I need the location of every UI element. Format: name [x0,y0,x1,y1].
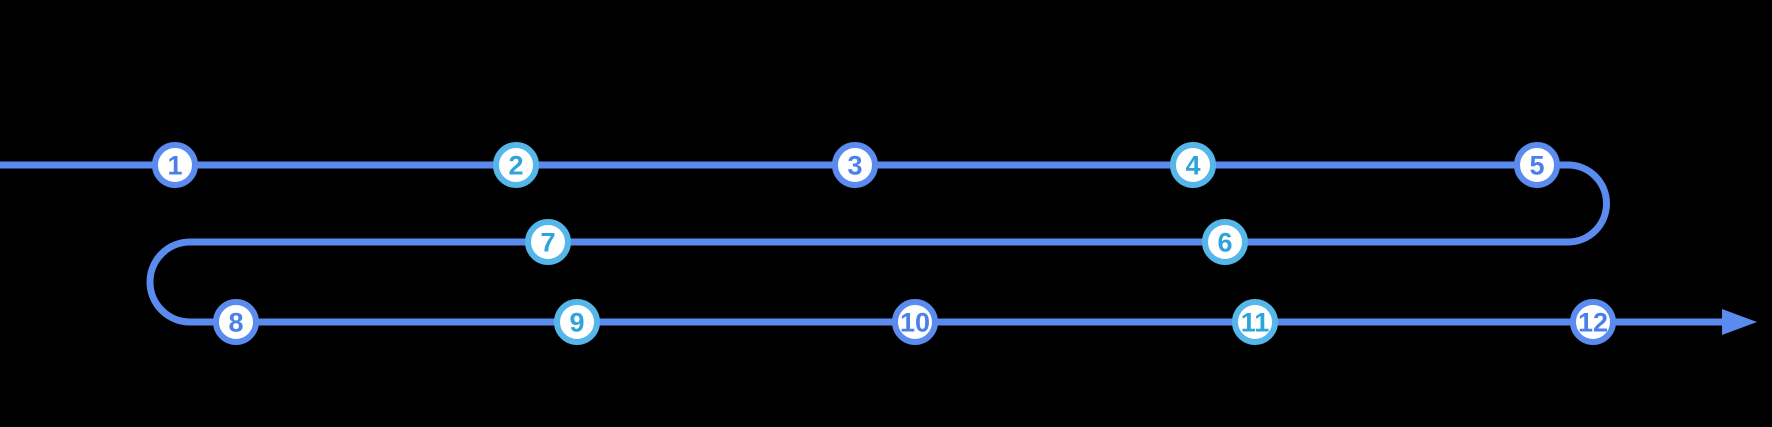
node-number-label: 5 [1529,151,1544,181]
node-circle [892,299,938,345]
node-number-label: 11 [1241,308,1270,338]
timeline-node-9: 9 [554,299,600,345]
node-circle [1570,299,1616,345]
node-circle [832,142,878,188]
node-number-label: 12 [1578,308,1608,338]
timeline-node-7: 7 [525,219,571,265]
node-circle [1514,142,1560,188]
timeline-node-5: 5 [1514,142,1560,188]
node-number-label: 6 [1217,228,1232,258]
timeline-node-4: 4 [1170,142,1216,188]
node-circle [1202,219,1248,265]
node-number-label: 10 [900,308,930,338]
node-circle [152,142,198,188]
timeline-node-10: 10 [892,299,938,345]
timeline-node-12: 12 [1570,299,1616,345]
arrowhead-icon [1722,309,1757,335]
node-circle [493,142,539,188]
timeline-node-11: 11 [1232,299,1278,345]
node-number-label: 4 [1185,151,1200,181]
node-circle [1232,299,1278,345]
node-circle [554,299,600,345]
timeline-node-3: 3 [832,142,878,188]
node-circle [1170,142,1216,188]
node-number-label: 1 [167,151,182,181]
timeline-node-1: 1 [152,142,198,188]
node-number-label: 3 [847,151,862,181]
timeline-node-6: 6 [1202,219,1248,265]
timeline-node-2: 2 [493,142,539,188]
timeline-node-8: 8 [213,299,259,345]
node-number-label: 9 [569,308,584,338]
timeline-snake-path [0,161,1726,326]
node-number-label: 8 [228,308,243,338]
node-circle [525,219,571,265]
node-circle [213,299,259,345]
node-number-label: 7 [540,228,555,258]
node-number-label: 2 [508,151,523,181]
